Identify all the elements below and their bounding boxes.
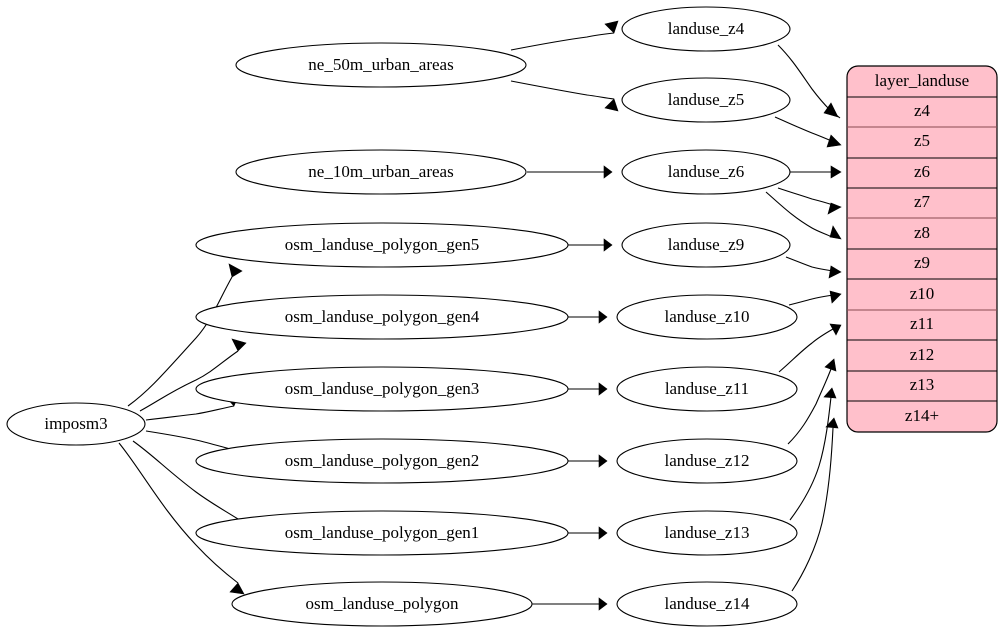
- node-osm-landuse-polygon-gen3-label: osm_landuse_polygon_gen3: [285, 379, 480, 398]
- node-landuse-z14[interactable]: landuse_z14: [616, 581, 798, 627]
- edge-landuse-z6-to-row-z6: [790, 165, 842, 179]
- node-landuse-z10-shape[interactable]: [616, 294, 798, 340]
- node-ne-10m-urban-areas-shape[interactable]: [235, 149, 527, 195]
- table-row-z7[interactable]: z7: [914, 192, 931, 211]
- node-landuse-z4[interactable]: landuse_z4: [621, 6, 791, 52]
- table-row-z8[interactable]: z8: [914, 223, 930, 242]
- node-landuse-z6[interactable]: landuse_z6: [621, 149, 791, 195]
- edge-ne50m-to-landuse-z4: [510, 20, 619, 51]
- edge-imposm3-to-osm-landuse-polygon: [118, 442, 245, 595]
- node-osm-landuse-polygon-gen2-label: osm_landuse_polygon_gen2: [285, 451, 480, 470]
- node-osm-landuse-polygon-label: osm_landuse_polygon: [306, 594, 459, 613]
- node-ne-50m-urban-areas[interactable]: ne_50m_urban_areas: [235, 42, 527, 88]
- table-row-z10[interactable]: z10: [910, 284, 935, 303]
- edge-gen3-to-landuse-z11: [568, 382, 608, 396]
- edge-landuse-z11-to-row-z11: [778, 323, 842, 373]
- node-landuse-z4-shape[interactable]: [621, 6, 791, 52]
- node-osm-landuse-polygon-gen5-label: osm_landuse_polygon_gen5: [285, 235, 480, 254]
- node-landuse-z11-label: landuse_z11: [665, 379, 749, 398]
- edge-gen1-to-landuse-z13: [568, 526, 608, 540]
- edge-imposm3-to-gen4: [139, 338, 247, 412]
- table-row-z4[interactable]: z4: [914, 101, 931, 120]
- table-row-z13[interactable]: z13: [910, 375, 935, 394]
- node-osm-landuse-polygon-gen2-shape[interactable]: [195, 438, 569, 484]
- edge-landuse-z5-to-row-z5: [774, 116, 842, 148]
- node-landuse-z5-label: landuse_z5: [668, 90, 744, 109]
- edge-landuse-z6-to-row-z7: [777, 187, 842, 215]
- table-row-z12[interactable]: z12: [910, 345, 935, 364]
- table-row-z9[interactable]: z9: [914, 253, 930, 272]
- node-osm-landuse-polygon-gen1-label: osm_landuse_polygon_gen1: [285, 523, 480, 542]
- node-landuse-z11-shape[interactable]: [616, 366, 798, 412]
- node-imposm3-label: imposm3: [44, 414, 107, 433]
- node-osm-landuse-polygon[interactable]: osm_landuse_polygon: [231, 581, 533, 627]
- node-osm-landuse-polygon-gen1[interactable]: osm_landuse_polygon_gen1: [195, 510, 569, 556]
- node-landuse-z13-shape[interactable]: [616, 510, 798, 556]
- edge-landuse-z12-to-row-z12: [787, 358, 837, 445]
- node-landuse-z13[interactable]: landuse_z13: [616, 510, 798, 556]
- node-landuse-z12-label: landuse_z12: [665, 451, 750, 470]
- node-landuse-z9-shape[interactable]: [621, 222, 791, 268]
- node-osm-landuse-polygon-gen5[interactable]: osm_landuse_polygon_gen5: [195, 222, 569, 268]
- edge-landuse-z4-to-row-z4: [777, 44, 841, 119]
- node-landuse-z5-shape[interactable]: [621, 77, 791, 123]
- node-landuse-z9[interactable]: landuse_z9: [621, 222, 791, 268]
- node-landuse-z13-label: landuse_z13: [665, 523, 750, 542]
- node-osm-landuse-polygon-gen3[interactable]: osm_landuse_polygon_gen3: [195, 366, 569, 412]
- edge-osm-landuse-polygon-to-landuse-z14: [532, 597, 608, 611]
- edge-landuse-z9-to-row-z9: [785, 256, 842, 279]
- node-landuse-z6-label: landuse_z6: [668, 162, 744, 181]
- table-row-z11[interactable]: z11: [910, 314, 934, 333]
- node-landuse-z14-label: landuse_z14: [665, 594, 750, 613]
- node-landuse-z14-shape[interactable]: [616, 581, 798, 627]
- node-ne-50m-urban-areas-label: ne_50m_urban_areas: [308, 55, 453, 74]
- node-landuse-z12-shape[interactable]: [616, 438, 798, 484]
- node-osm-landuse-polygon-gen4[interactable]: osm_landuse_polygon_gen4: [195, 294, 569, 340]
- edge-imposm3-to-gen5: [127, 263, 243, 407]
- edge-ne50m-to-landuse-z5: [510, 80, 619, 112]
- edge-landuse-z10-to-row-z10: [788, 290, 842, 306]
- node-landuse-z12[interactable]: landuse_z12: [616, 438, 798, 484]
- node-ne-50m-urban-areas-shape[interactable]: [235, 42, 527, 88]
- edge-gen4-to-landuse-z10: [568, 310, 608, 324]
- node-osm-landuse-polygon-gen4-label: osm_landuse_polygon_gen4: [285, 307, 480, 326]
- node-landuse-z10-label: landuse_z10: [665, 307, 750, 326]
- node-ne-10m-urban-areas-label: ne_10m_urban_areas: [308, 162, 453, 181]
- edge-gen5-to-landuse-z9: [568, 238, 613, 252]
- node-ne-10m-urban-areas[interactable]: ne_10m_urban_areas: [235, 149, 527, 195]
- edge-landuse-z13-to-row-z13: [789, 387, 837, 521]
- node-imposm3[interactable]: imposm3: [6, 402, 146, 446]
- node-landuse-z4-label: landuse_z4: [668, 19, 745, 38]
- edge-ne10m-to-landuse-z6: [527, 165, 613, 179]
- node-landuse-z9-label: landuse_z9: [668, 235, 744, 254]
- node-osm-landuse-polygon-gen1-shape[interactable]: [195, 510, 569, 556]
- node-osm-landuse-polygon-gen3-shape[interactable]: [195, 366, 569, 412]
- table-row-z6[interactable]: z6: [914, 162, 930, 181]
- node-osm-landuse-polygon-gen4-shape[interactable]: [195, 294, 569, 340]
- node-osm-landuse-polygon-shape[interactable]: [231, 581, 533, 627]
- node-osm-landuse-polygon-gen5-shape[interactable]: [195, 222, 569, 268]
- layer-landuse-table[interactable]: layer_landuse z4 z5 z6 z7 z8 z9 z10 z11 …: [846, 65, 998, 433]
- edge-gen2-to-landuse-z12: [568, 454, 608, 468]
- node-landuse-z6-shape[interactable]: [621, 149, 791, 195]
- node-landuse-z11[interactable]: landuse_z11: [616, 366, 798, 412]
- table-row-z5[interactable]: z5: [914, 131, 930, 150]
- edge-landuse-z14-to-row-z14plus: [791, 417, 839, 592]
- layer-landuse-table-header: layer_landuse: [875, 71, 969, 90]
- node-landuse-z10[interactable]: landuse_z10: [616, 294, 798, 340]
- edge-landuse-z6-to-row-z8: [765, 191, 842, 240]
- node-osm-landuse-polygon-gen2[interactable]: osm_landuse_polygon_gen2: [195, 438, 569, 484]
- table-row-z14plus[interactable]: z14+: [905, 406, 939, 425]
- node-landuse-z5[interactable]: landuse_z5: [621, 77, 791, 123]
- node-imposm3-shape[interactable]: [6, 402, 146, 446]
